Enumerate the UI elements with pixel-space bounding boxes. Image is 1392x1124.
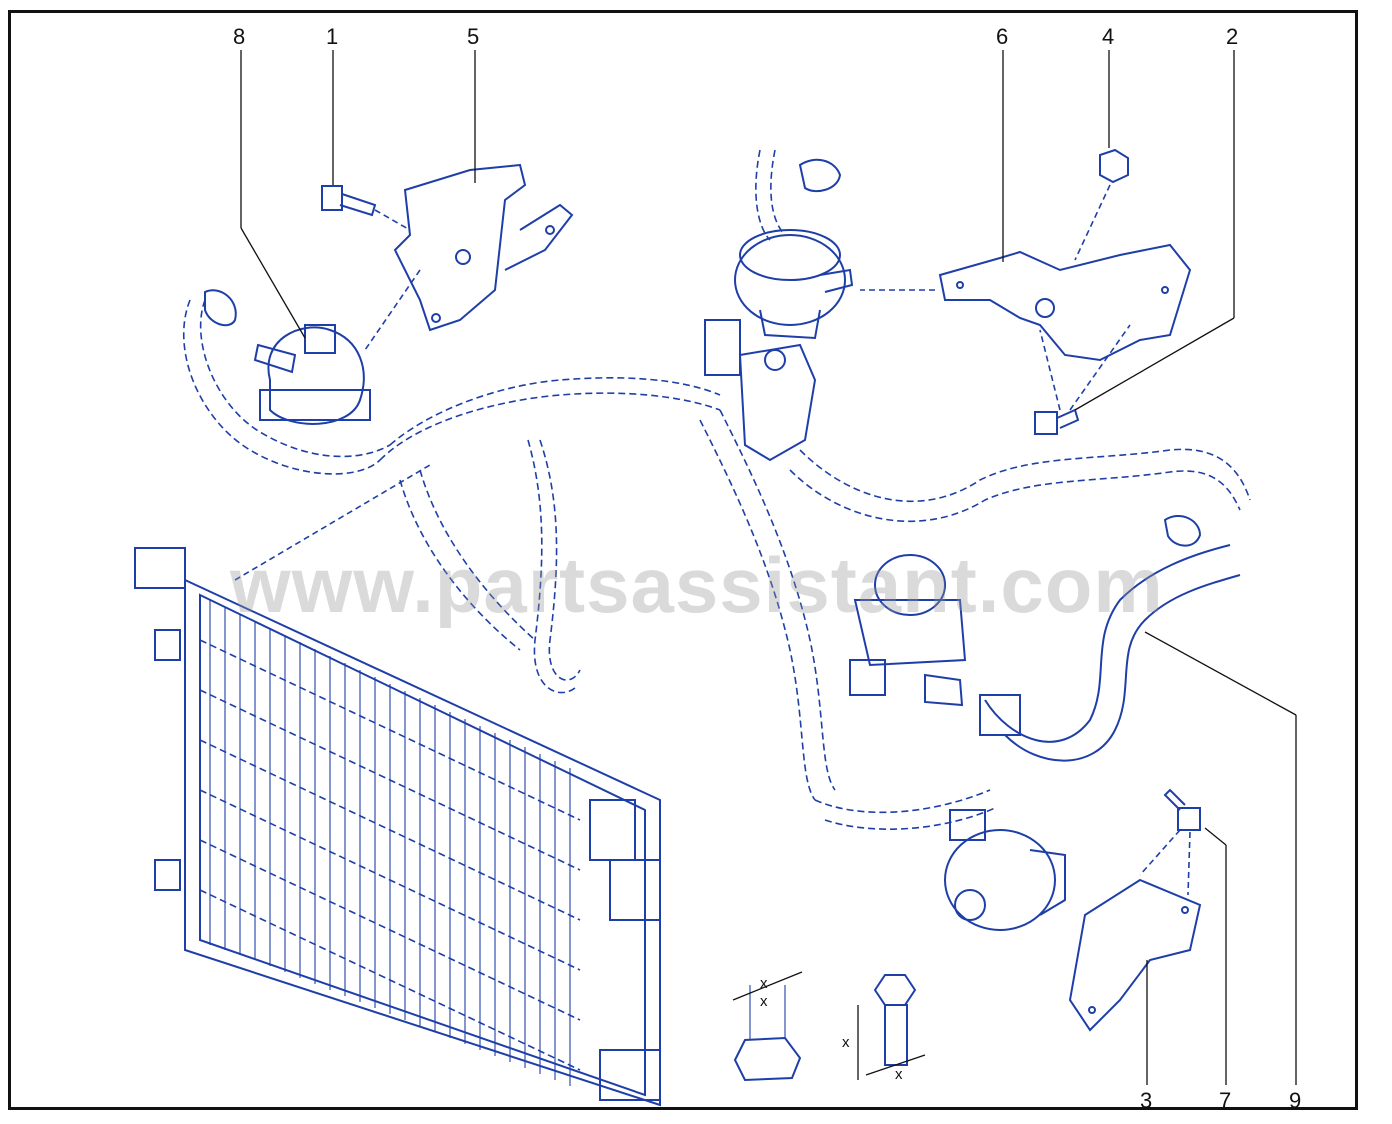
callout-8: 8 — [233, 24, 246, 49]
bolt-2 — [1034, 408, 1080, 435]
callout-5: 5 — [467, 24, 480, 49]
callout-2: 2 — [1226, 24, 1239, 49]
solenoid-valve — [849, 554, 967, 707]
nut-dimension-x-label: x — [760, 975, 768, 992]
valve-housing — [704, 319, 817, 462]
nut-dimension-detail — [732, 971, 803, 1082]
callout-7: 7 — [1219, 1088, 1232, 1113]
callout-6: 6 — [996, 24, 1009, 49]
nut-4 — [1099, 148, 1129, 184]
callout-3: 3 — [1140, 1088, 1153, 1113]
coolant-pump-8 — [204, 289, 371, 425]
bolt-diameter-x-label: x — [895, 1066, 903, 1083]
hose-9 — [979, 515, 1241, 762]
bolt-1 — [321, 185, 377, 217]
coolant-hoses — [182, 149, 1251, 830]
bolt-length-x-label: x — [842, 1034, 850, 1051]
radiator — [134, 547, 661, 1107]
bracket-3 — [1068, 878, 1202, 1032]
bolt-7 — [1163, 788, 1201, 831]
pump-bracket-5 — [393, 163, 574, 332]
bracket-6 — [938, 243, 1192, 362]
bolt-dimension-detail — [857, 974, 926, 1080]
nut-dimension-x2-label: x — [760, 993, 768, 1010]
auxiliary-pump-lower — [944, 809, 1066, 931]
watermark: www.partsassistant.com — [230, 541, 1164, 629]
callout-1: 1 — [326, 24, 339, 49]
callout-9: 9 — [1289, 1088, 1302, 1113]
diagram-frame — [8, 10, 1358, 1110]
callout-leaders — [240, 50, 1297, 1085]
auxiliary-pump-upper — [734, 158, 854, 340]
callout-4: 4 — [1102, 24, 1115, 49]
